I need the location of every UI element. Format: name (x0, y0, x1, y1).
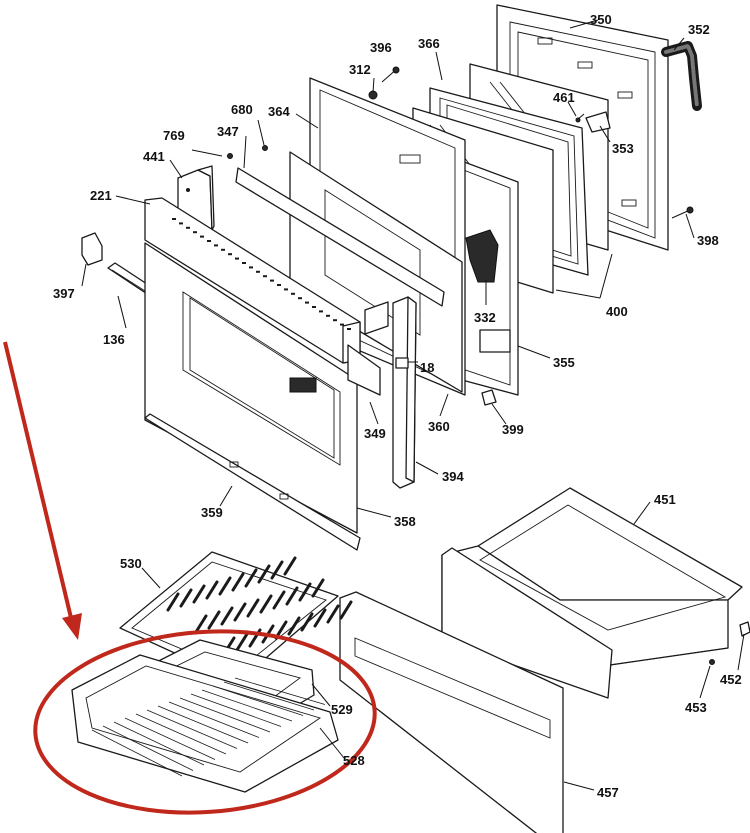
label-18: 18 (420, 360, 434, 375)
leader-lines (81, 19, 745, 791)
bracket-397[interactable] (81, 232, 103, 266)
label-221: 221 (90, 188, 112, 203)
label-461: 461 (553, 90, 575, 105)
label-347: 347 (217, 124, 239, 139)
outer-door-panel-358[interactable] (144, 242, 358, 534)
label-453: 453 (685, 700, 707, 715)
nut-312[interactable] (368, 90, 378, 100)
screw-453[interactable] (709, 659, 715, 665)
label-451: 451 (654, 492, 676, 507)
vertical-trim-394[interactable] (364, 296, 417, 489)
label-769: 769 (163, 128, 185, 143)
drawer-front-457[interactable] (339, 591, 564, 833)
label-352: 352 (688, 22, 710, 37)
label-349: 349 (364, 426, 386, 441)
label-457: 457 (597, 785, 619, 800)
inner-door-panel-360[interactable] (289, 151, 463, 393)
screw-396[interactable] (381, 66, 400, 83)
label-366: 366 (418, 36, 440, 51)
clip-18[interactable] (395, 357, 409, 369)
screw-461[interactable] (575, 113, 585, 123)
clip-353[interactable] (585, 111, 611, 133)
screw-769[interactable] (227, 153, 233, 159)
label-680: 680 (231, 102, 253, 117)
side-panel-349[interactable] (347, 344, 381, 396)
label-353: 353 (612, 141, 634, 156)
label-398: 398 (697, 233, 719, 248)
highlight-ellipse (33, 629, 377, 815)
oven-rack-528[interactable] (71, 654, 339, 793)
door-trim-347[interactable] (235, 167, 445, 307)
label-452: 452 (720, 672, 742, 687)
broil-pan-slots (166, 556, 353, 656)
label-394: 394 (442, 469, 464, 484)
label-441: 441 (143, 149, 165, 164)
label-358: 358 (394, 514, 416, 529)
drawer-box-451[interactable] (441, 487, 743, 699)
spacer-399[interactable] (481, 389, 497, 406)
label-529: 529 (331, 702, 353, 717)
label-312: 312 (349, 62, 371, 77)
label-399: 399 (502, 422, 524, 437)
label-530: 530 (120, 556, 142, 571)
red-arrow (3, 341, 82, 640)
label-332: 332 (474, 310, 496, 325)
label-397: 397 (53, 286, 75, 301)
label-528: 528 (343, 753, 365, 768)
rack-bars (91, 677, 326, 777)
screw-398[interactable] (671, 206, 694, 219)
label-400: 400 (606, 304, 628, 319)
label-136: 136 (103, 332, 125, 347)
bottom-door-trim-359[interactable] (144, 413, 361, 551)
label-360: 360 (428, 419, 450, 434)
label-355: 355 (553, 355, 575, 370)
glide-452[interactable] (739, 621, 750, 637)
hinge-332[interactable] (465, 229, 511, 353)
label-350: 350 (590, 12, 612, 27)
label-364: 364 (268, 104, 290, 119)
label-359: 359 (201, 505, 223, 520)
screw-680[interactable] (262, 145, 268, 151)
vent-slots (172, 218, 351, 330)
door-gasket-352[interactable] (661, 41, 702, 111)
label-396: 396 (370, 40, 392, 55)
